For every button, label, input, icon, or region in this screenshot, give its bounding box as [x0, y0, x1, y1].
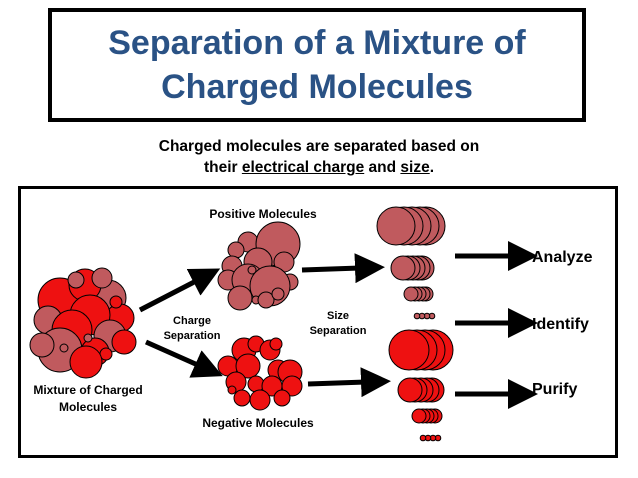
negative-molecules-label: Negative Molecules: [202, 416, 314, 430]
negative-tiny-stack: [419, 434, 442, 442]
caption-line-1: Charged molecules are separated based on: [158, 138, 480, 155]
caption-prefix: their: [203, 159, 242, 176]
charge-separation-label-line-1: Charge: [173, 315, 211, 327]
caption-middle: and: [364, 159, 401, 176]
caption-electrical-charge: electrical charge: [241, 159, 365, 176]
caption-line-2: their electrical charge and size.: [0, 157, 638, 178]
negative-medium-stack: [397, 377, 445, 403]
negative-large-stack: [388, 329, 454, 371]
mixture-label-line-1: Mixture of Charged: [33, 383, 142, 397]
diagram-frame: [18, 186, 618, 458]
size-separation-arrows: [301, 253, 391, 398]
positive-small-stack: [403, 286, 434, 302]
size-separation-label-line-1: Size: [327, 310, 349, 322]
positive-tiny-stack: [413, 312, 436, 320]
mixture-cluster: [29, 267, 137, 379]
outcome-arrows: [455, 241, 538, 409]
positive-size-stacks: [376, 206, 446, 320]
positive-medium-stack: [390, 255, 435, 281]
caption-suffix: .: [429, 159, 435, 176]
negative-small-stack: [411, 408, 443, 424]
negative-size-stacks: [388, 329, 454, 442]
caption: Charged molecules are separated based on…: [0, 136, 638, 178]
purify-label: Purify: [532, 381, 577, 398]
arrow-to-positive: [138, 268, 221, 313]
charge-separation-label-line-2: Separation: [164, 330, 221, 342]
mixture-label-line-2: Molecules: [59, 400, 117, 414]
positive-molecules-cluster: [217, 221, 301, 311]
analyze-label: Analyze: [532, 249, 593, 266]
identify-label: Identify: [532, 316, 589, 333]
title-box: Separation of a Mixture of Charged Molec…: [48, 8, 586, 122]
arrow-negative-sizes: [307, 367, 391, 398]
arrow-to-negative: [144, 339, 223, 378]
positive-large-stack: [376, 206, 446, 246]
title-line-2: Charged Molecules: [161, 68, 473, 106]
negative-molecules-cluster: [217, 335, 303, 411]
positive-molecules-label: Positive Molecules: [209, 207, 317, 221]
caption-size: size: [400, 159, 430, 176]
charge-separation-arrows: [138, 268, 223, 378]
size-separation-label-line-2: Separation: [310, 325, 367, 337]
arrow-positive-sizes: [301, 253, 385, 284]
title-line-1: Separation of a Mixture of: [108, 24, 526, 62]
